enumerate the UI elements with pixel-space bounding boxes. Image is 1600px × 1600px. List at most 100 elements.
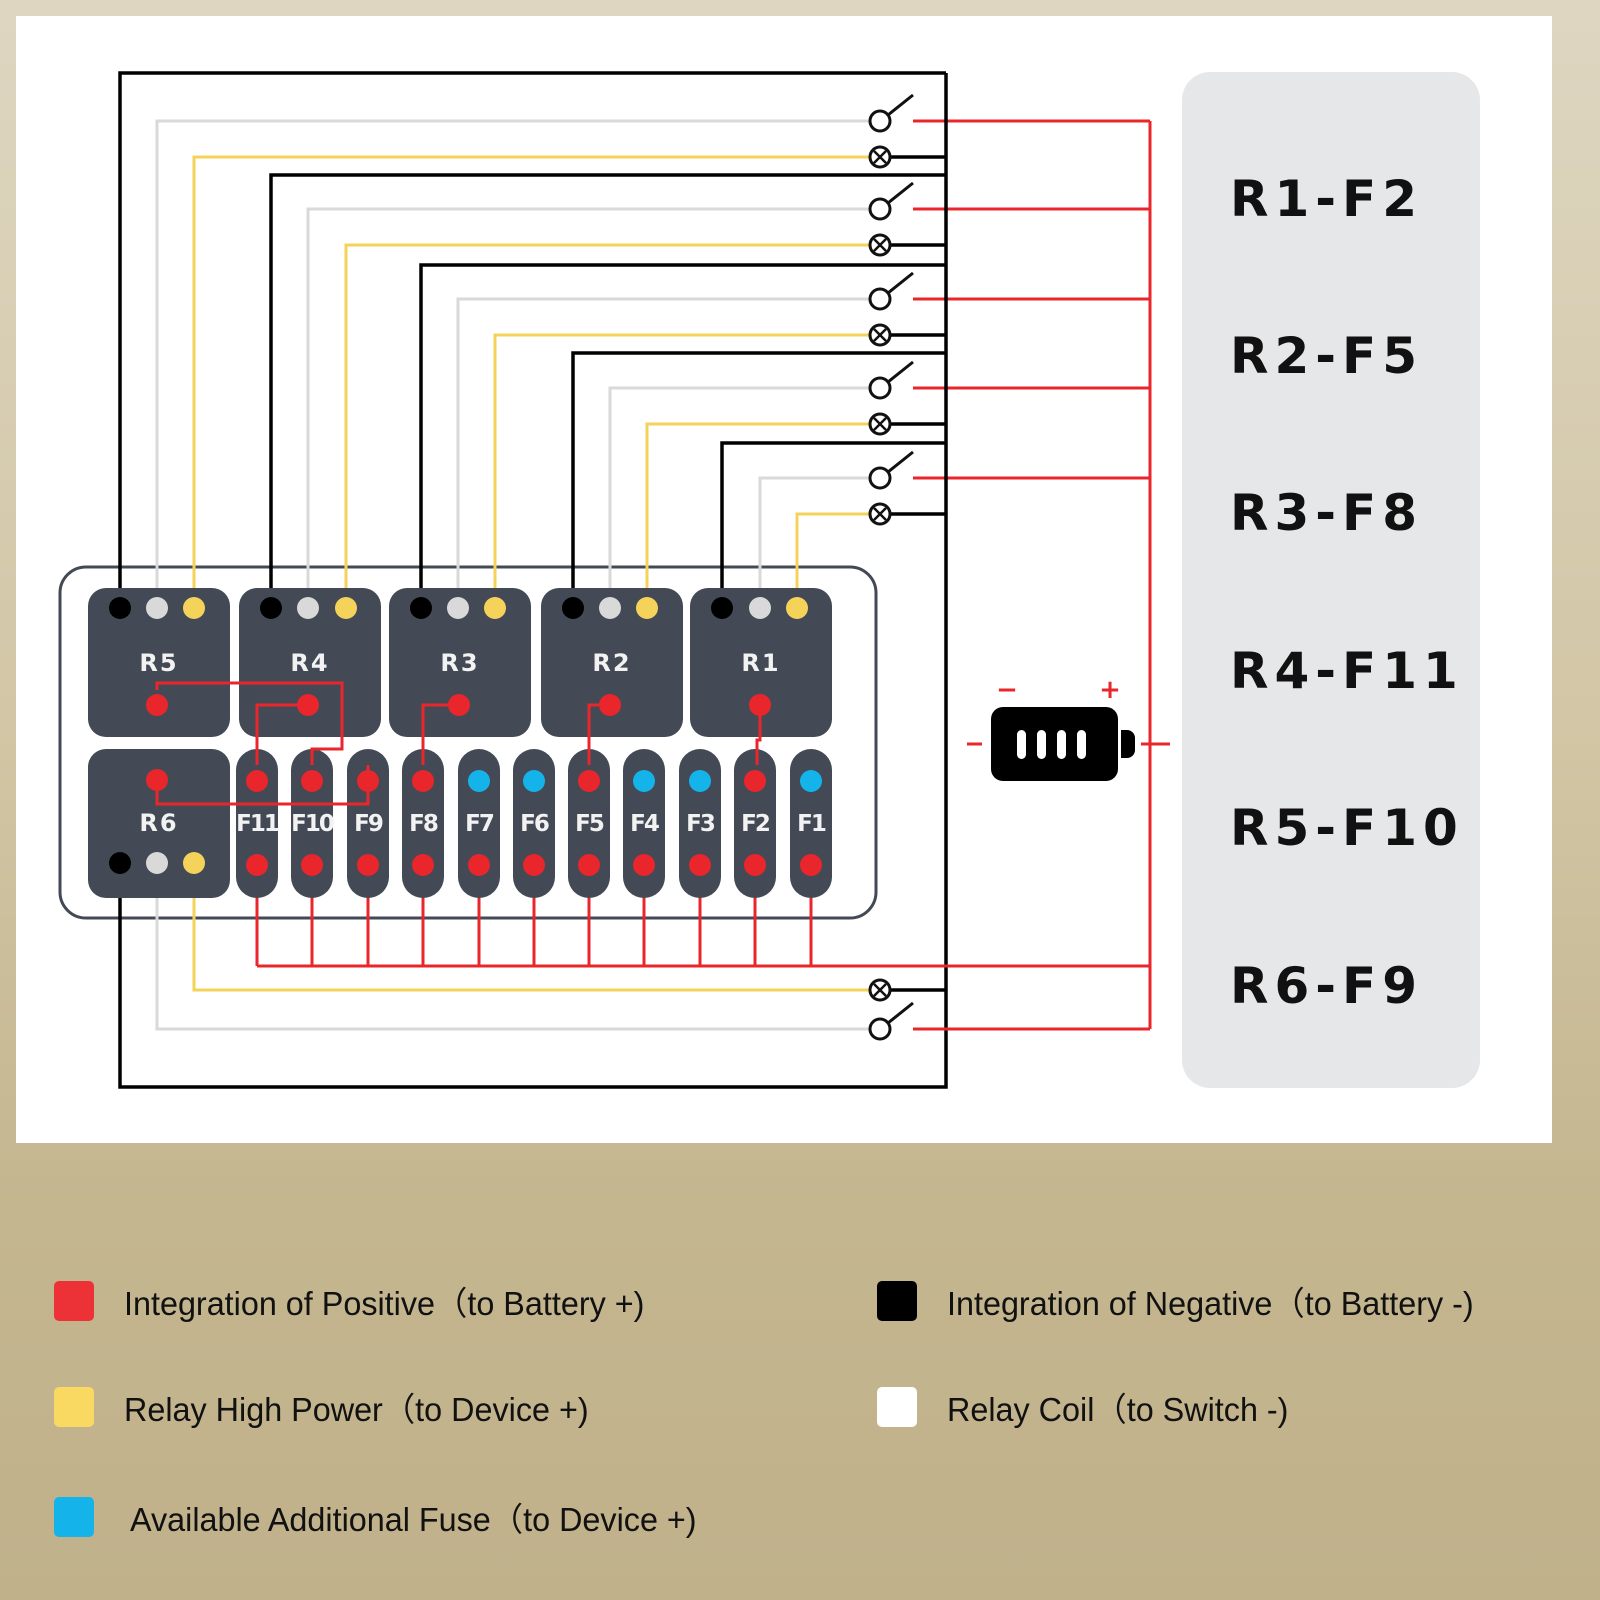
legend-coil: Relay Coil（to Switch -) [877, 1383, 1295, 1431]
positive-pin [749, 694, 771, 716]
fuse-module [402, 749, 444, 898]
lamp-cross [873, 507, 887, 521]
lamp-cross [873, 983, 887, 997]
fuse-module [679, 749, 721, 898]
positive-pin [578, 770, 600, 792]
mapping-r1-f2: R1-F2 [1230, 170, 1423, 228]
jumper-r1-f2 [755, 705, 762, 765]
legend-swatch-blue [54, 1497, 94, 1537]
relay-label: R6 [139, 809, 178, 837]
coil-wire [306, 207, 870, 608]
high-power-pin [335, 597, 357, 619]
positive-pin [146, 769, 168, 791]
coil-wire [155, 119, 870, 608]
positive-pin [448, 694, 470, 716]
high-power-wire [192, 155, 870, 608]
switch-lever [887, 360, 914, 384]
legend-high-power: Relay High Power（to Device +) [54, 1383, 598, 1431]
relay-module [389, 588, 531, 737]
legend-label: Integration of Positive（to Battery +) [124, 1285, 645, 1322]
jumper-r5-f10 [155, 681, 344, 765]
high-power-pin [786, 597, 808, 619]
switch-lever [887, 271, 914, 295]
negative-pin [410, 597, 432, 619]
fuse-module [734, 749, 776, 898]
coil-wire [608, 386, 870, 608]
fuse-label: F1 [797, 811, 826, 837]
negative-wire [118, 71, 946, 608]
fuse-label: F3 [686, 811, 715, 837]
high-power-wire [344, 243, 870, 608]
relay-module [239, 588, 381, 737]
negative-wire [269, 173, 946, 608]
fuse-label: F4 [630, 811, 659, 837]
battery-terminal [1121, 730, 1135, 758]
positive-pin [246, 770, 268, 792]
lamp-cross [873, 417, 887, 431]
positive-pin [744, 770, 766, 792]
fuse-module [623, 749, 665, 898]
battery-body [991, 707, 1118, 781]
legend-positive: Integration of Positive（to Battery +) [54, 1277, 655, 1325]
relay-module [541, 588, 683, 737]
negative-pin [109, 852, 131, 874]
mapping-r6-f9: R6-F9 [1230, 957, 1423, 1015]
lamp-cross [873, 238, 887, 252]
available-fuse-pin [800, 770, 822, 792]
battery-cell [1057, 730, 1066, 759]
fuse-label: F10 [291, 811, 334, 837]
fuse-label: F8 [409, 811, 438, 837]
positive-pin [357, 854, 379, 876]
relay-module [88, 588, 230, 737]
fuse-module [790, 749, 832, 898]
battery-positive-sign: + [1099, 675, 1121, 705]
positive-pin [146, 694, 168, 716]
fuse-module [568, 749, 610, 898]
negative-wire [720, 441, 946, 608]
negative-pin [562, 597, 584, 619]
positive-pin [468, 854, 490, 876]
positive-pin [689, 854, 711, 876]
coil-wire [155, 847, 870, 1031]
coil-wire [456, 297, 870, 608]
legend-available-fuse: Available Additional Fuse（to Device +) [54, 1493, 708, 1541]
jumper-r4-f11 [255, 703, 308, 765]
coil-pin [146, 852, 168, 874]
high-power-wire [493, 333, 870, 608]
relay-module [690, 588, 832, 737]
lamp-cross [873, 150, 887, 164]
legend-swatch-yellow [54, 1387, 94, 1427]
fuse-label: F2 [741, 811, 769, 837]
high-power-pin [183, 852, 205, 874]
switches [868, 93, 914, 1041]
switch-icon [868, 287, 892, 311]
high-power-wire [795, 512, 870, 608]
high-power-wire [645, 422, 870, 608]
fuse-label: F9 [354, 811, 383, 837]
positive-pin [301, 770, 323, 792]
lamp-cross [873, 328, 887, 342]
legend-label: Relay High Power（to Device +) [124, 1391, 589, 1428]
jumper-r3-f8 [421, 703, 459, 765]
positive-pin [357, 770, 379, 792]
legend-label: Available Additional Fuse（to Device +) [130, 1501, 697, 1538]
negative-bus [118, 73, 948, 1089]
fuse-label: F11 [236, 811, 279, 837]
battery-cell [1037, 730, 1046, 759]
relay-label: R2 [592, 649, 631, 677]
relay-label: R1 [741, 649, 780, 677]
positive-pin [246, 854, 268, 876]
available-fuse-pin [523, 770, 545, 792]
high-power-pin [484, 597, 506, 619]
positive-pin [412, 770, 434, 792]
switch-icon [868, 197, 892, 221]
positive-pin [412, 854, 434, 876]
positive-pin [633, 854, 655, 876]
fuse-module [347, 749, 389, 898]
wires [118, 71, 1152, 1089]
fuse-label: F6 [520, 811, 549, 837]
coil-wire [758, 476, 870, 608]
switch-icon [868, 109, 892, 133]
